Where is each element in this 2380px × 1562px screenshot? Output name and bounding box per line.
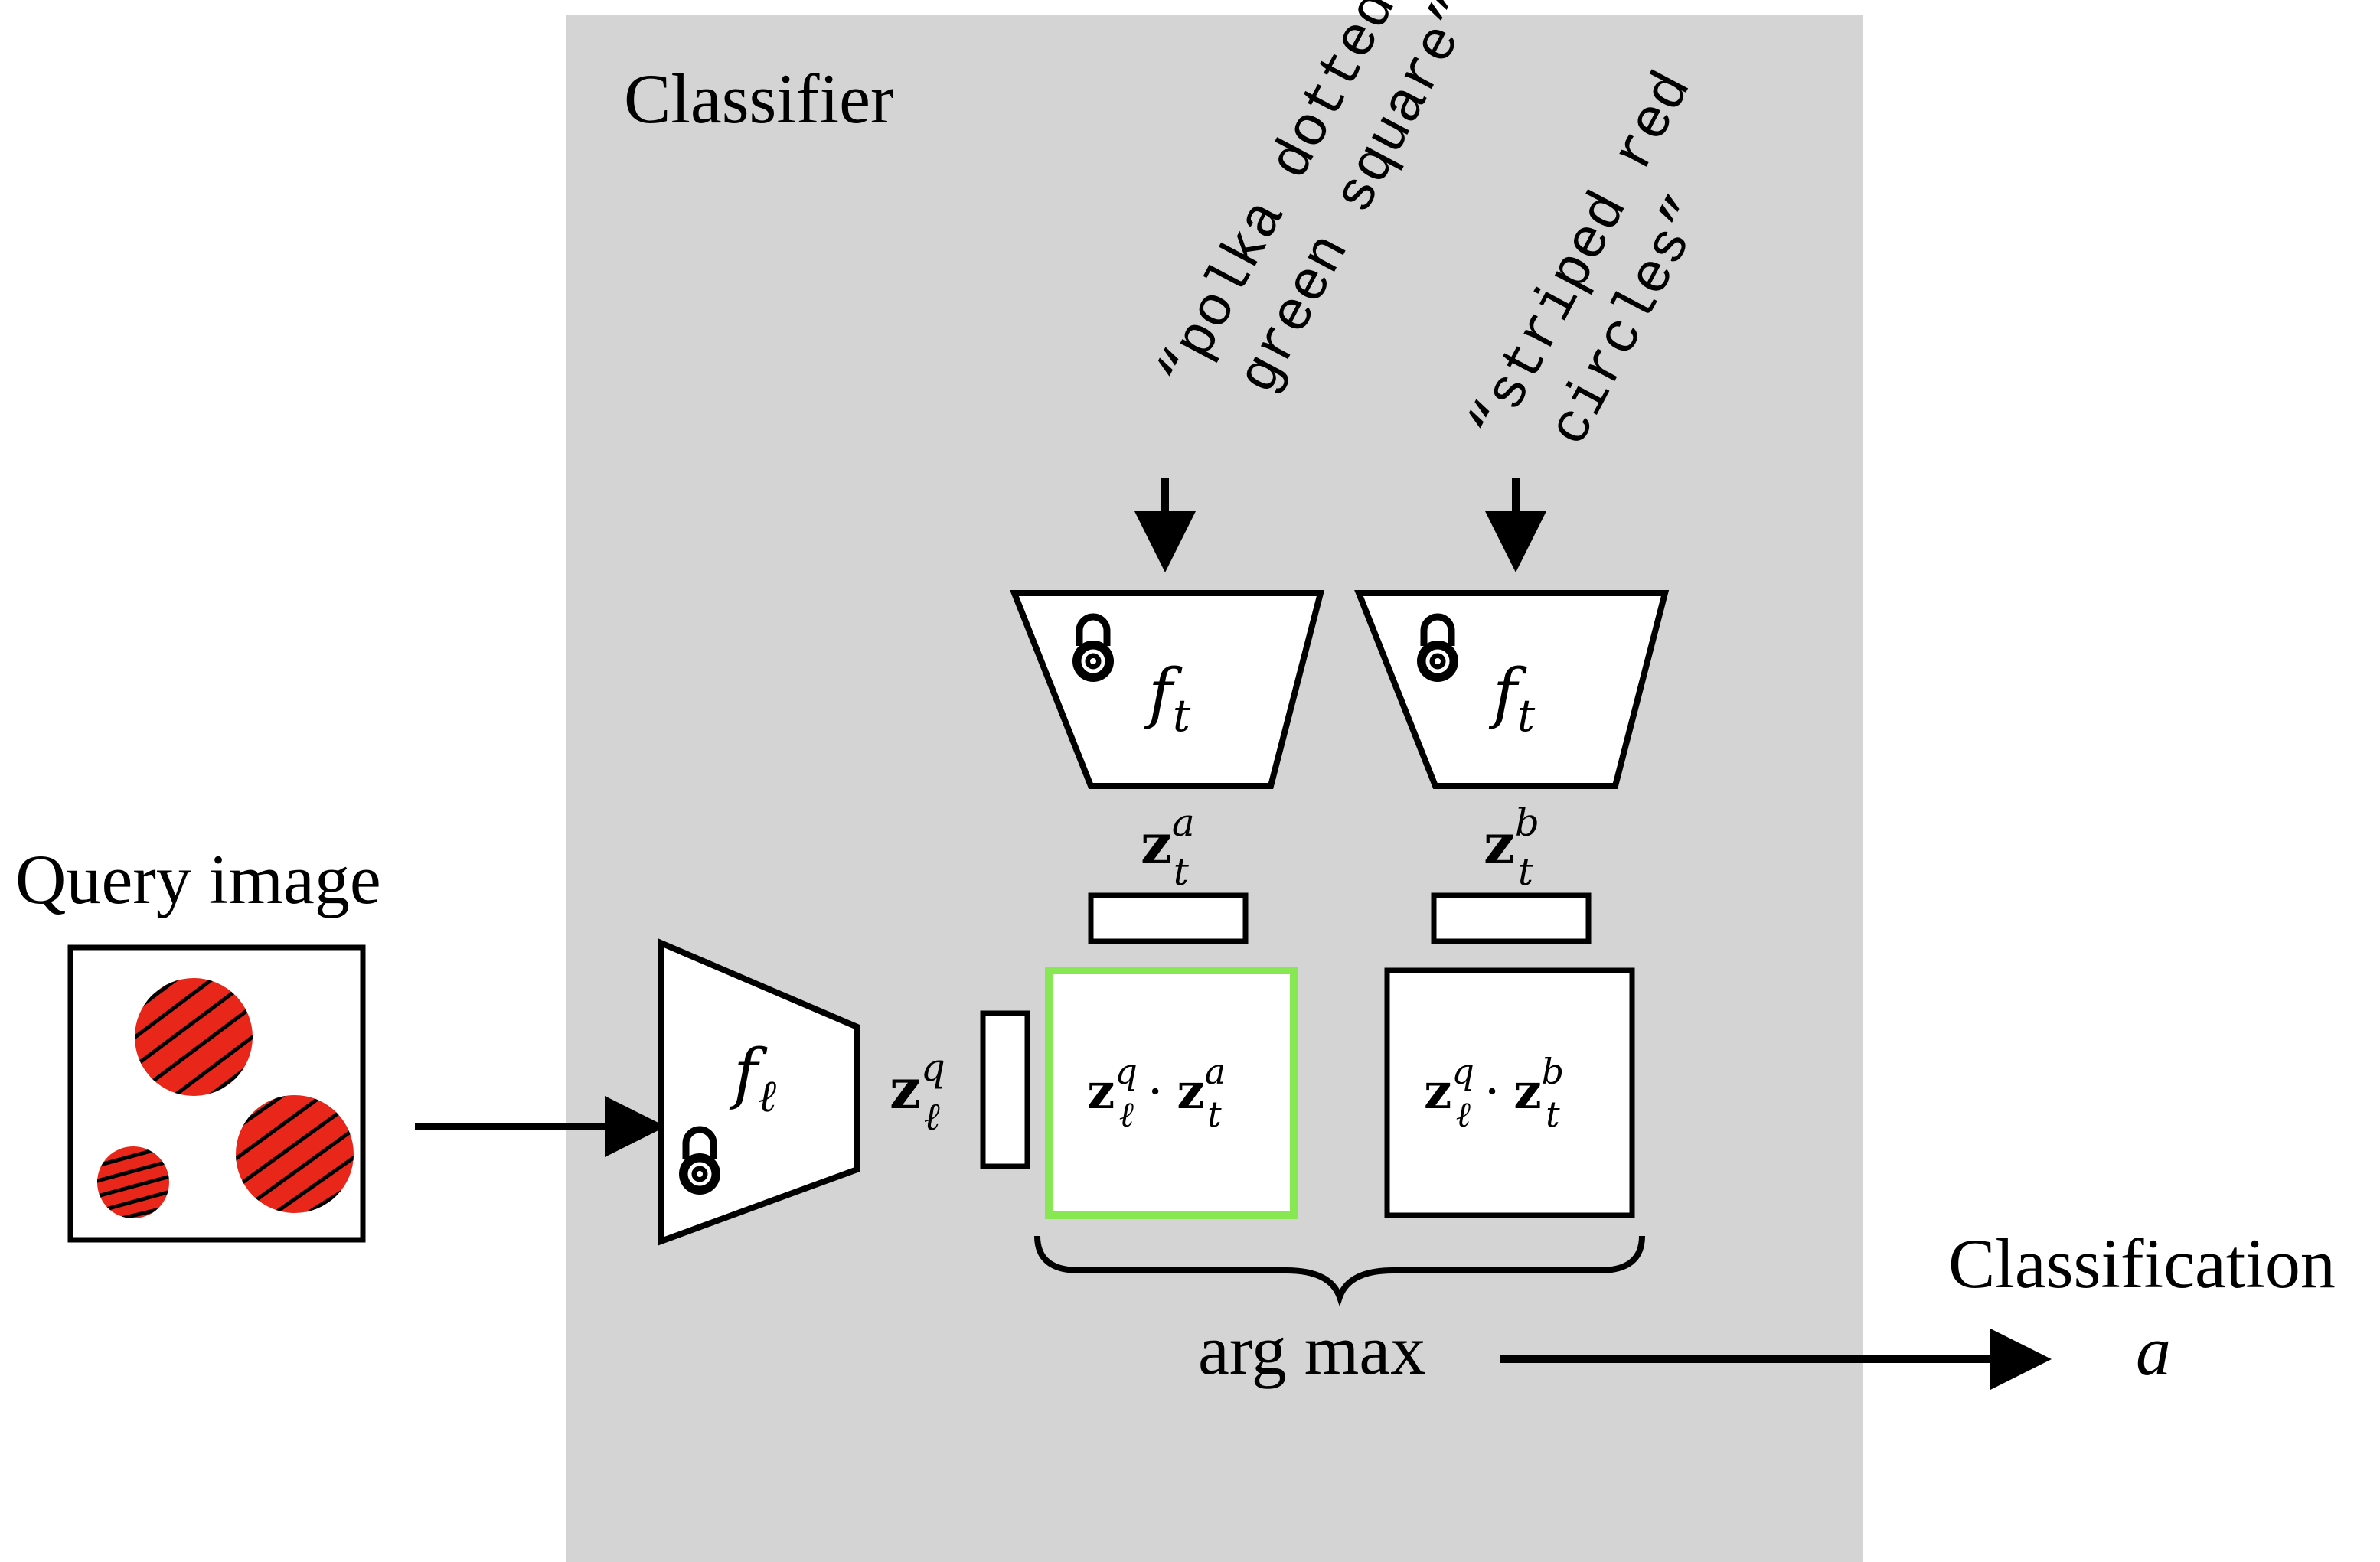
svg-text:zqℓ·zbt: zqℓ·zbt	[1424, 1051, 1564, 1135]
text-embedding-b-vector	[1431, 892, 1592, 944]
striped-circle	[135, 978, 253, 1096]
query-image-label: Query image	[15, 840, 381, 918]
text-embedding-a-vector	[1088, 892, 1249, 944]
image-embedding-vector	[980, 1010, 1030, 1169]
text-encoder-a: ft	[1010, 590, 1325, 789]
image-encoder: fℓ	[658, 938, 860, 1246]
svg-text:zqℓ·zat: zqℓ·zat	[1087, 1051, 1226, 1135]
text-encoder-b: ft	[1354, 590, 1670, 789]
argmax-label: arg max	[1198, 1311, 1425, 1389]
argmax-brace	[1034, 1235, 1645, 1307]
classification-output: a	[2136, 1312, 2171, 1390]
query-image	[67, 944, 366, 1243]
classification-label: Classification	[1948, 1224, 2336, 1303]
classifier-label: Classifier	[624, 60, 894, 138]
